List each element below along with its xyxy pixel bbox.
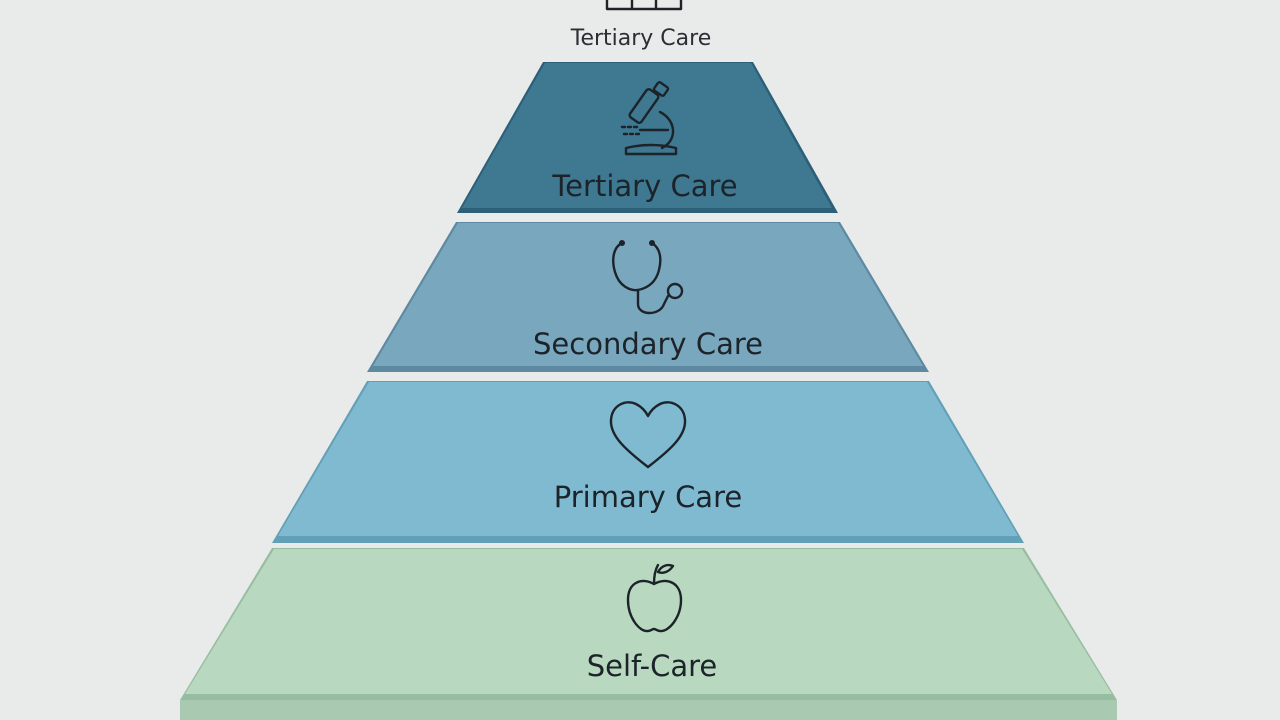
stethoscope-icon	[612, 240, 684, 315]
top-caption-label: Tertiary Care	[570, 26, 712, 51]
tier-self-care-base	[180, 700, 1117, 720]
apple-icon	[626, 563, 683, 633]
tier-tertiary: Tertiary Care	[457, 62, 838, 213]
tier-primary: Primary Care	[272, 381, 1024, 543]
tier-self-care-block	[185, 549, 1112, 694]
tier-tertiary-label: Tertiary Care	[551, 169, 737, 203]
tier-secondary-label: Secondary Care	[533, 327, 763, 361]
tier-primary-label: Primary Care	[554, 480, 742, 514]
tier-tertiary-block	[462, 63, 832, 208]
tier-secondary: Secondary Care	[367, 222, 929, 372]
building-icon	[605, 0, 683, 11]
tier-self-care: Self-Care	[180, 548, 1117, 720]
heart-icon	[609, 401, 687, 469]
tier-self-care-label: Self-Care	[587, 649, 718, 683]
tier-secondary-block	[373, 223, 923, 366]
top-caption: Tertiary Care	[570, 0, 712, 51]
microscope-icon	[620, 81, 678, 156]
tier-primary-block	[278, 382, 1018, 536]
